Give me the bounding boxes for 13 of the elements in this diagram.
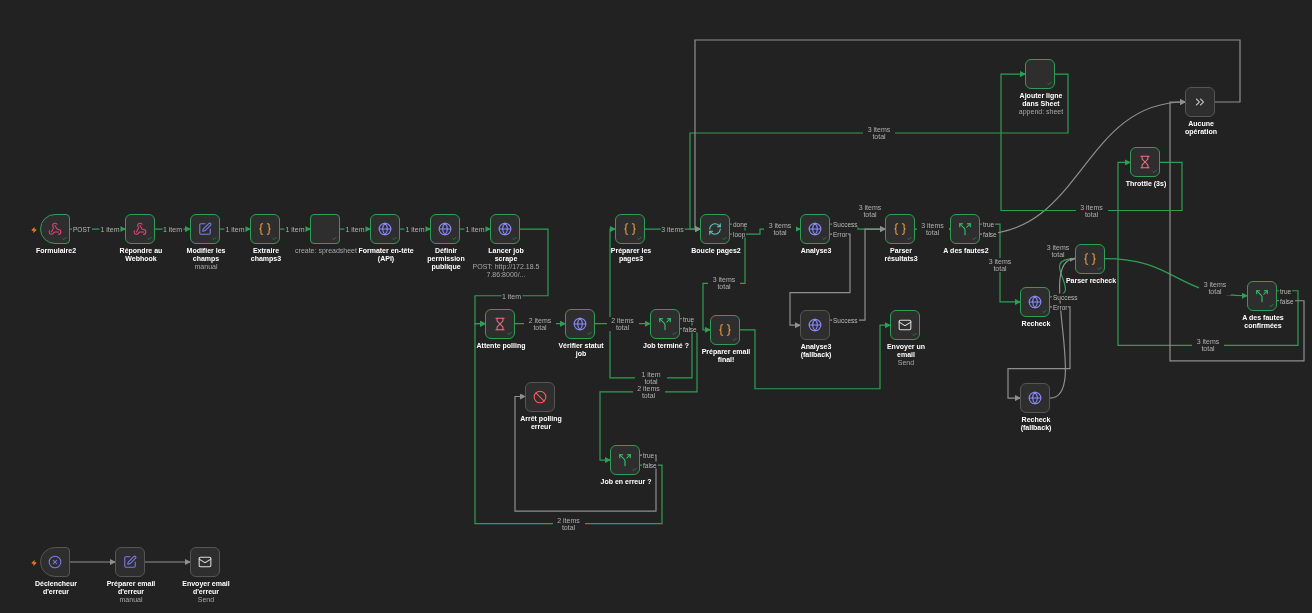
connector-arrow [514, 393, 657, 512]
connector-arrow [789, 233, 851, 329]
connector-arrow [474, 320, 663, 525]
connector-arrow [1000, 71, 1183, 212]
connector-arrow [1007, 306, 1071, 402]
connector-arrow [739, 322, 891, 390]
connector-arrow [1169, 99, 1305, 362]
connector-arrow [689, 73, 1069, 233]
connector-arrow [694, 39, 1241, 233]
connector-arrow [144, 559, 191, 565]
connector-arrow [1117, 159, 1299, 346]
connector-arrow [1049, 257, 1076, 399]
connector-arrow [69, 559, 116, 565]
